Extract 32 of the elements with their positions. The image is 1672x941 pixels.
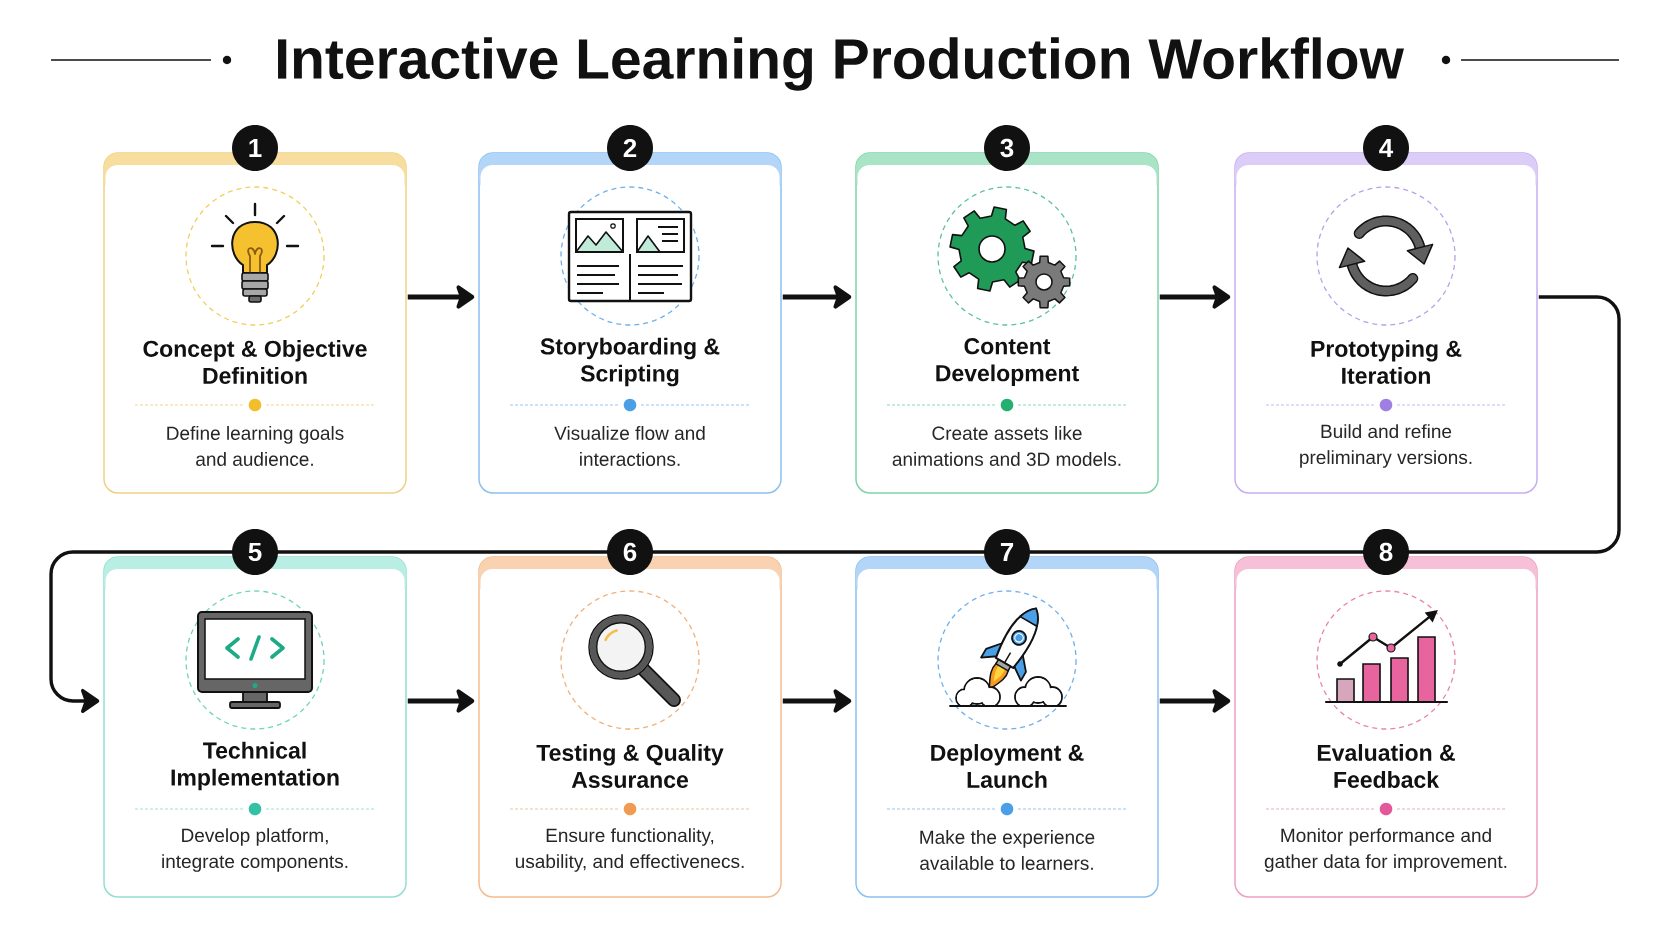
step-title: Storyboarding & Scripting — [540, 337, 720, 387]
step-description: Create assets like animations and 3D models. — [892, 426, 1121, 466]
number-badge: 7 — [984, 529, 1030, 575]
number-badge: 2 — [607, 125, 653, 171]
step-description: Develop platform, integrate components. — [162, 828, 348, 872]
arrow — [782, 285, 852, 309]
arrow — [49, 295, 1621, 714]
number-badge: 5 — [232, 529, 278, 575]
number-badge: 6 — [607, 529, 653, 575]
number-badge: 8 — [1363, 529, 1409, 575]
arrow — [407, 285, 475, 309]
step-title: Testing & Quality Assurance — [536, 744, 724, 788]
arrow — [407, 689, 475, 713]
step-title: Deployment & Launch — [931, 744, 1084, 788]
step-description: Build and refine preliminary versions. — [1300, 424, 1472, 468]
step-title: Prototyping & Iteration — [1311, 340, 1462, 384]
arrow — [782, 689, 852, 713]
step-description: Ensure functionality, usability, and effectivenecs. — [515, 828, 744, 872]
step-description: Make the experience available to learners. — [920, 830, 1095, 870]
arrow — [1159, 285, 1231, 309]
step-title: Concept & Objective Definition — [143, 340, 367, 384]
step-description: Monitor performance and gather data for improvement. — [1264, 828, 1507, 872]
step-title: Technical Implementation — [171, 741, 339, 791]
arrow — [1159, 689, 1231, 713]
title: Interactive Learning Production Workflow — [278, 37, 1404, 91]
step-title: Evaluation & Feedback — [1317, 744, 1455, 788]
step-description: Visualize flow and interactions. — [554, 426, 705, 466]
number-badge: 1 — [232, 125, 278, 171]
step-title: Content Development — [936, 338, 1079, 386]
number-badge: 4 — [1363, 125, 1409, 171]
number-badge: 3 — [984, 125, 1030, 171]
step-description: Define learning goals and audience. — [167, 426, 344, 466]
